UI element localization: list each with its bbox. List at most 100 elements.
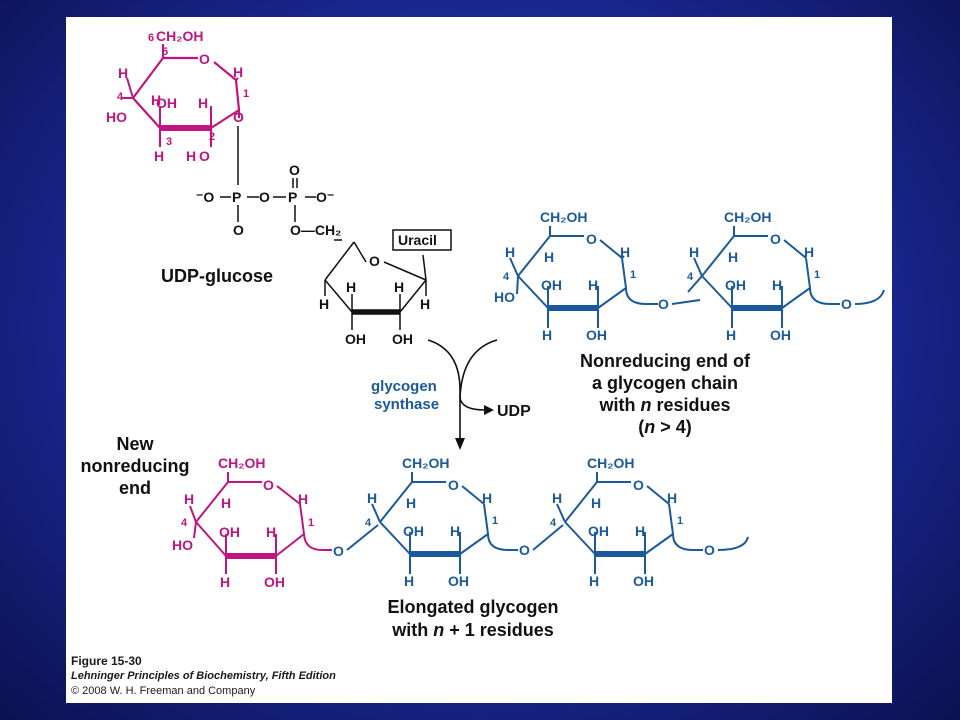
oh-label: OH [586,327,607,343]
phosphate-o-minus-right: O⁻ [316,189,334,205]
h-label: H [544,249,554,265]
h-label: H [542,327,552,343]
copyright: © 2008 W. H. Freeman and Company [71,685,256,697]
carbon-1-label: 1 [630,269,636,281]
svg-text:with n + 1 residues: with n + 1 residues [391,620,554,640]
ribose-ring-oxygen: O [369,253,380,269]
carbon-1-label: 1 [308,517,314,529]
figure-panel [66,17,892,703]
ho-label: HO [494,289,515,305]
oh-label: OH [403,523,424,539]
carbon-3-label: 3 [166,136,172,148]
synthase-label: synthase [374,396,439,413]
ch2oh-label: CH₂OH [218,455,265,471]
svg-text:Nonreducing end of: Nonreducing end of [580,351,751,371]
linking-oxygen: O [658,296,669,312]
o-ch2-label: O—CH₂ [290,222,341,238]
ch2oh-label: CH₂OH [540,209,587,225]
carbon-1-label: 1 [243,88,249,100]
h-label: H [589,573,599,589]
carbon-4-label: 4 [687,271,694,283]
h-label: H [728,249,738,265]
svg-text:nonreducing: nonreducing [81,456,190,476]
arrow-head-down [455,438,465,450]
ch2oh-label: CH₂OH [402,455,449,471]
oh-label: OH [448,573,469,589]
linking-oxygen: O [704,542,715,558]
phosphate-o-minus-left: ⁻O [196,189,214,205]
figure-number: Figure 15-30 [71,654,142,668]
ho-label: HO [172,537,193,553]
ch2oh-label: CH₂OH [156,28,203,44]
ribose-oh-left: OH [345,331,366,347]
h-label: H [635,523,645,539]
carbon-5-label: 5 [162,46,168,58]
phosphate-oxo-top: O [289,162,300,178]
h-label: H [184,491,194,507]
svg-text:New: New [116,434,154,454]
h-c3-down: H [154,148,164,164]
svg-text:(n > 4): (n > 4) [638,417,692,437]
h-label: H [298,491,308,507]
nonreducing-chain-ring-1: CH₂OH O H H H 4 1 OH H HO H OH O [494,209,669,343]
h-label: H [406,495,416,511]
oh-label: OH [264,574,285,590]
h-label: H [482,490,492,506]
h-label: H [591,495,601,511]
h-label: H [620,244,630,260]
oh-c3-label: OH [156,95,177,111]
carbon-1-label: 1 [677,515,683,527]
arrow-head-right [484,405,494,415]
h-label: H [505,244,515,260]
ring-oxygen: O [633,477,644,493]
phosphorus-beta: P [288,189,297,205]
h-label: H [726,327,736,343]
h-c2-up: H [198,95,208,111]
ring-oxygen: O [448,477,459,493]
h-label: H [772,277,782,293]
glycogen-label: glycogen [371,378,437,395]
phosphate-oxo-bottom-left: O [233,222,244,238]
ribose-oh-right: OH [392,331,413,347]
uracil-box [392,229,452,251]
ring-oxygen: O [770,231,781,247]
elongated-chain-ring-2: CH₂OH O H H H 4 1 OH H H OH O [550,455,715,589]
h-c1-up: H [233,64,243,80]
h-label: H [689,244,699,260]
o-c2-label: O [199,148,210,164]
new-residue-ring: CH₂OH O H H H 4 1 OH H HO H OH [172,455,332,590]
h-label: H [588,277,598,293]
carbon-4-label: 4 [117,91,124,103]
udp-moiety: ⁻O P O P O⁻ O O O—CH₂ O Uracil H H H H O… [196,126,452,347]
book-title: Lehninger Principles of Biochemistry, Fi… [71,670,336,682]
ring-oxygen: O [199,51,210,67]
bridge-oxygen: O [259,189,270,205]
ho-c4-label: HO [106,109,127,125]
ribose-h-2: H [346,279,356,295]
ribose-h-3: H [394,279,404,295]
carbon-4-label: 4 [550,517,557,529]
new-nonreducing-end-label: New nonreducing end [81,434,190,498]
carbon-2-label: 2 [209,131,215,143]
carbon-1-label: 1 [814,269,820,281]
oh-label: OH [725,277,746,293]
h-label: H [404,573,414,589]
udp-glucose-ring: 6 CH₂OH 5 O H H 1 4 H OH H HO O 3 2 H H … [106,28,249,164]
glycosidic-oxygen: O [233,109,244,125]
oh-label: OH [770,327,791,343]
carbon-6-label: 6 [148,32,154,44]
nonreducing-chain-ring-2: CH₂OH O H H H 4 1 OH H H OH O [687,209,852,343]
svg-text:a glycogen chain: a glycogen chain [592,373,738,393]
ring-oxygen: O [263,477,274,493]
h-c4-up: H [118,65,128,81]
h-label: H [450,523,460,539]
ribose-h-1: H [319,296,329,312]
svg-text:Elongated glycogen: Elongated glycogen [387,597,558,617]
elongated-chain-ring-1: CH₂OH O H H H 4 1 OH H H OH O [365,455,530,589]
h-label: H [804,244,814,260]
h-label: H [367,490,377,506]
oh-label: OH [541,277,562,293]
oh-label: OH [588,523,609,539]
oh-label: OH [633,573,654,589]
